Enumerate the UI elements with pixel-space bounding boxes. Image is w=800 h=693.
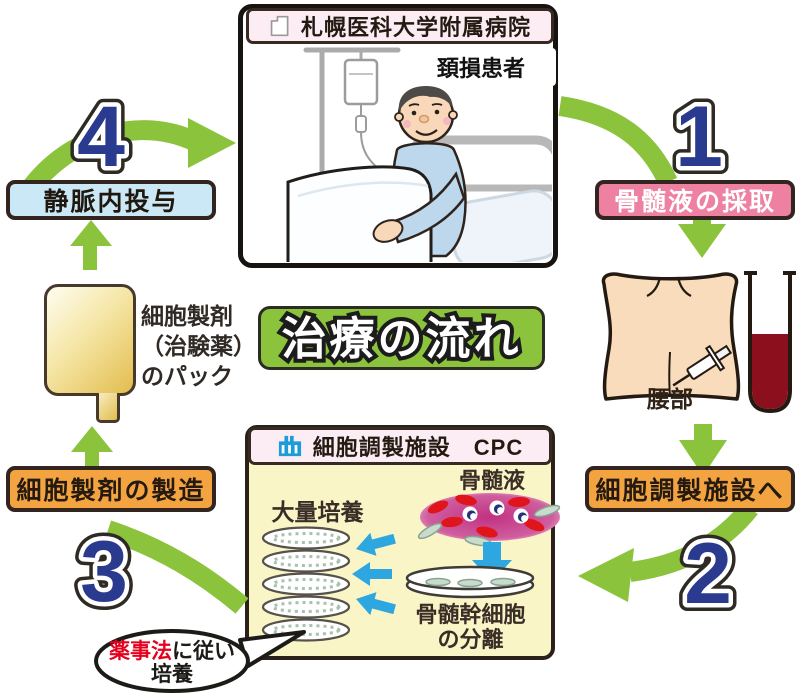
diagram-title: 治療の流れ 治療の流れ <box>277 312 522 365</box>
pack-caption-line2: （治験薬） <box>141 333 256 359</box>
tube-glass <box>748 272 792 414</box>
separation-line1: 骨髄幹細胞 <box>415 602 526 627</box>
back-line <box>676 276 692 297</box>
bubble-line1: 薬事法に従い <box>104 640 240 663</box>
arrowhead-up-to-step4-icon <box>70 220 112 270</box>
pharma-law-text: 薬事法 <box>109 640 172 663</box>
hospital-header: 札幌医科大学附属病院 <box>246 8 554 44</box>
step2-number: 2 <box>684 526 732 622</box>
syringe-flange <box>704 344 726 372</box>
arrowhead-to-hospital-icon <box>188 118 236 168</box>
separation-line2: の分離 <box>437 627 504 652</box>
cpc-header: 細胞調製施設 CPC <box>248 427 552 465</box>
pack-caption-line3: のパック <box>141 363 233 389</box>
pack-port-icon <box>96 393 120 423</box>
flow-arc-hospital-to-1 <box>558 96 678 187</box>
step1-number: 1 <box>675 89 723 185</box>
step3-number: 3 <box>80 524 128 620</box>
bubble-caption: 薬事法に従い 培養 <box>104 640 240 686</box>
flow-arc-2-to-cpc <box>628 501 758 582</box>
step4-label: 静脈内投与 <box>6 180 216 220</box>
cpc-building-icon <box>278 435 301 457</box>
step1-label: 骨髄液の採取 <box>595 180 795 220</box>
hospital-name: 札幌医科大学附属病院 <box>300 15 531 40</box>
step1-number: 1 <box>675 89 723 185</box>
test-tube-icon <box>744 271 796 414</box>
cpc-name: 細胞調製施設 CPC <box>312 435 524 460</box>
syringe-plunger <box>713 344 733 362</box>
arrowhead-up-to-pack-icon <box>71 426 113 470</box>
step1-number: 1 <box>675 89 723 185</box>
diagram-title-text: 治療の流れ <box>281 312 522 364</box>
hospital-building-icon <box>270 15 289 37</box>
diagram-title-outline: 治療の流れ <box>277 312 522 365</box>
back-line <box>646 276 662 297</box>
follow-text: に従い <box>172 640 235 663</box>
step4-number: 4 <box>77 89 125 185</box>
pack-caption: 細胞製剤 （治験薬） のパック <box>141 301 256 391</box>
separation-label: 骨髄幹細胞 の分離 <box>398 602 543 652</box>
cell-product-pack-icon <box>44 284 136 396</box>
arrowhead-to-cpc-icon <box>578 548 634 602</box>
tube-blood <box>752 334 788 409</box>
patient-label: 頚損患者 <box>406 48 556 86</box>
step2-number: 2 <box>684 526 732 622</box>
step4-number: 4 <box>77 89 125 185</box>
step3-number: 3 <box>80 524 128 620</box>
step2-number: 2 <box>684 526 732 622</box>
bubble-line2: 培養 <box>151 663 193 686</box>
flow-arc-cpc-to-3 <box>104 520 249 614</box>
diagram-title-box: 治療の流れ 治療の流れ <box>258 306 545 370</box>
step3-label: 細胞製剤の製造 <box>6 466 216 512</box>
step3-number: 3 <box>80 524 128 620</box>
step4-number: 4 <box>77 89 125 185</box>
marrow-fluid-label: 骨髄液 <box>458 468 525 493</box>
mass-culture-label: 大量培養 <box>271 499 364 525</box>
lower-back-label: 腰部 <box>647 386 693 412</box>
syringe-barrel <box>686 352 719 380</box>
step2-label: 細胞調製施設へ <box>585 466 795 512</box>
pack-caption-line1: 細胞製剤 <box>141 303 233 329</box>
